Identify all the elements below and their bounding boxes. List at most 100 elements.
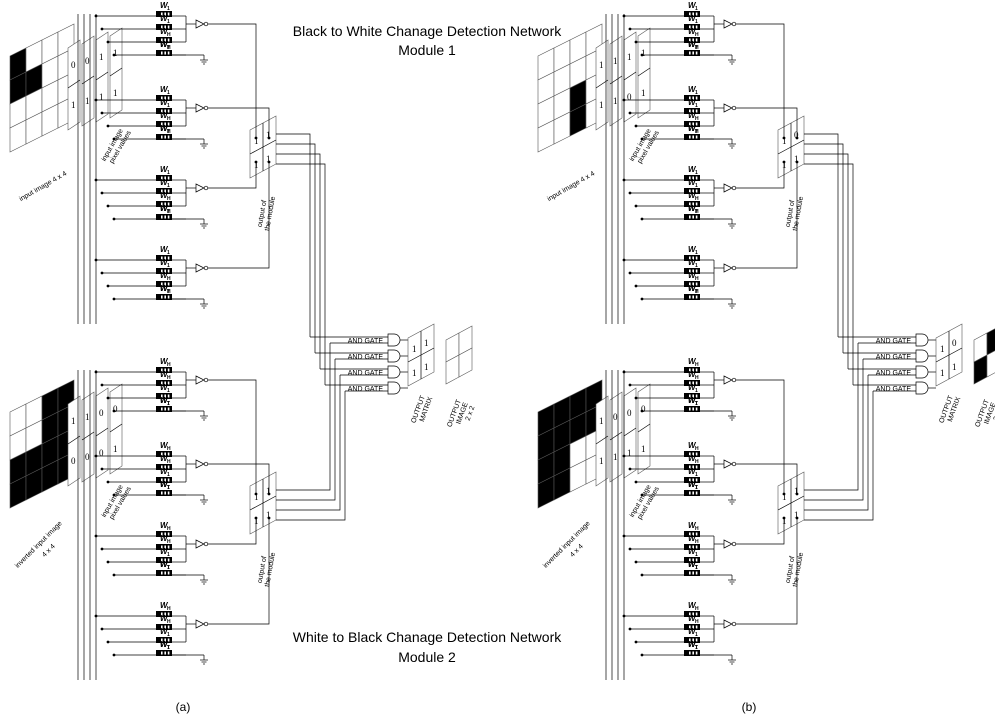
weight-bit [161, 571, 163, 575]
weight-bit [167, 478, 170, 482]
weight-subscript: 1 [167, 6, 170, 12]
junction-dot [628, 27, 632, 31]
pixel-value: 1 [627, 448, 632, 458]
junction-dot [634, 124, 638, 128]
weight-subscript: 1 [167, 472, 170, 478]
weight-subscript: 1 [695, 263, 698, 269]
weight-block [684, 134, 700, 140]
white-pixel [458, 347, 473, 378]
weight-subscript: 1 [695, 632, 698, 638]
pixel-value: 1 [641, 88, 646, 98]
pixel-value: 0 [71, 456, 76, 466]
module2-to-and [804, 359, 864, 501]
weight-subscript: H [695, 129, 699, 135]
weight-label: W [160, 357, 169, 366]
weight-subscript: 1 [695, 645, 698, 651]
weight-label: W [160, 396, 169, 405]
weight-bit [689, 612, 691, 616]
weight-bit [695, 407, 698, 411]
weight-bit [689, 394, 691, 398]
weight-label: W [160, 178, 169, 187]
module2-to-and [804, 343, 859, 491]
input-image-label: input image 4 x 4 [546, 170, 596, 203]
weight-label: W [688, 640, 697, 649]
inverter-bubble [203, 185, 209, 191]
weight-bit [689, 282, 691, 286]
weight-bit [164, 38, 166, 42]
weight-bit [161, 12, 163, 16]
junction-dot [640, 217, 644, 221]
weight-label: W [160, 534, 169, 543]
weight-bit [164, 176, 166, 180]
weight-block [156, 134, 172, 140]
weight-bit [167, 452, 170, 456]
weight-label: W [688, 614, 697, 623]
weight-subscript: T [695, 401, 698, 407]
inverter-gate [723, 19, 733, 29]
weight-subscript: H [167, 526, 171, 532]
weight-subscript: 1 [167, 388, 170, 394]
weight-block [684, 624, 700, 630]
junction-dot [634, 204, 638, 208]
weight-bit [164, 625, 166, 629]
module1-to-and [276, 133, 311, 337]
weight-bit [167, 282, 170, 286]
module2-title-line1: White to Black Chanage Detection Network [293, 629, 562, 645]
junction-dot [795, 160, 799, 164]
weight-label: W [688, 547, 697, 556]
pixel-value: 1 [613, 96, 618, 106]
pixel-value: 1 [113, 88, 118, 98]
weight-bit [692, 51, 694, 55]
junction-dot [795, 516, 799, 520]
output-image-grid [973, 328, 995, 385]
weight-subscript: 1 [167, 552, 170, 558]
weight-bit [695, 12, 698, 16]
weight-bit [689, 51, 691, 55]
weight-bit [161, 638, 163, 642]
weight-bit [161, 202, 163, 206]
junction-dot [640, 653, 644, 657]
inverter-gate [195, 103, 205, 113]
input-image-label: input image 4 x 4 [18, 170, 68, 203]
pixel-value: 1 [99, 92, 104, 102]
weight-block [156, 451, 172, 457]
weight-bit [695, 571, 698, 575]
weight-label: W [688, 245, 697, 254]
junction-dot [112, 573, 116, 577]
pixel-value: 1 [613, 56, 618, 66]
pixel-value-plane [623, 31, 637, 123]
pixel-value: 1 [599, 416, 604, 426]
weight-bit [164, 135, 166, 139]
weight-bit [695, 282, 698, 286]
weight-block [156, 380, 172, 386]
weight-subscript: T [167, 209, 170, 215]
weight-subscript: H [167, 289, 171, 295]
neuron-to-output [736, 107, 798, 138]
module1-to-and [276, 143, 316, 353]
weight-subscript: H [167, 459, 171, 465]
weight-bit [167, 122, 170, 126]
output-matrix-value: 1 [940, 368, 945, 378]
neuron-to-output [736, 379, 785, 494]
weight-bit [161, 625, 163, 629]
weight-bit [689, 202, 691, 206]
weight-block [156, 464, 172, 470]
pixel-value: 1 [113, 444, 118, 454]
output-matrix-value: 1 [952, 362, 957, 372]
weight-bit [164, 491, 166, 495]
